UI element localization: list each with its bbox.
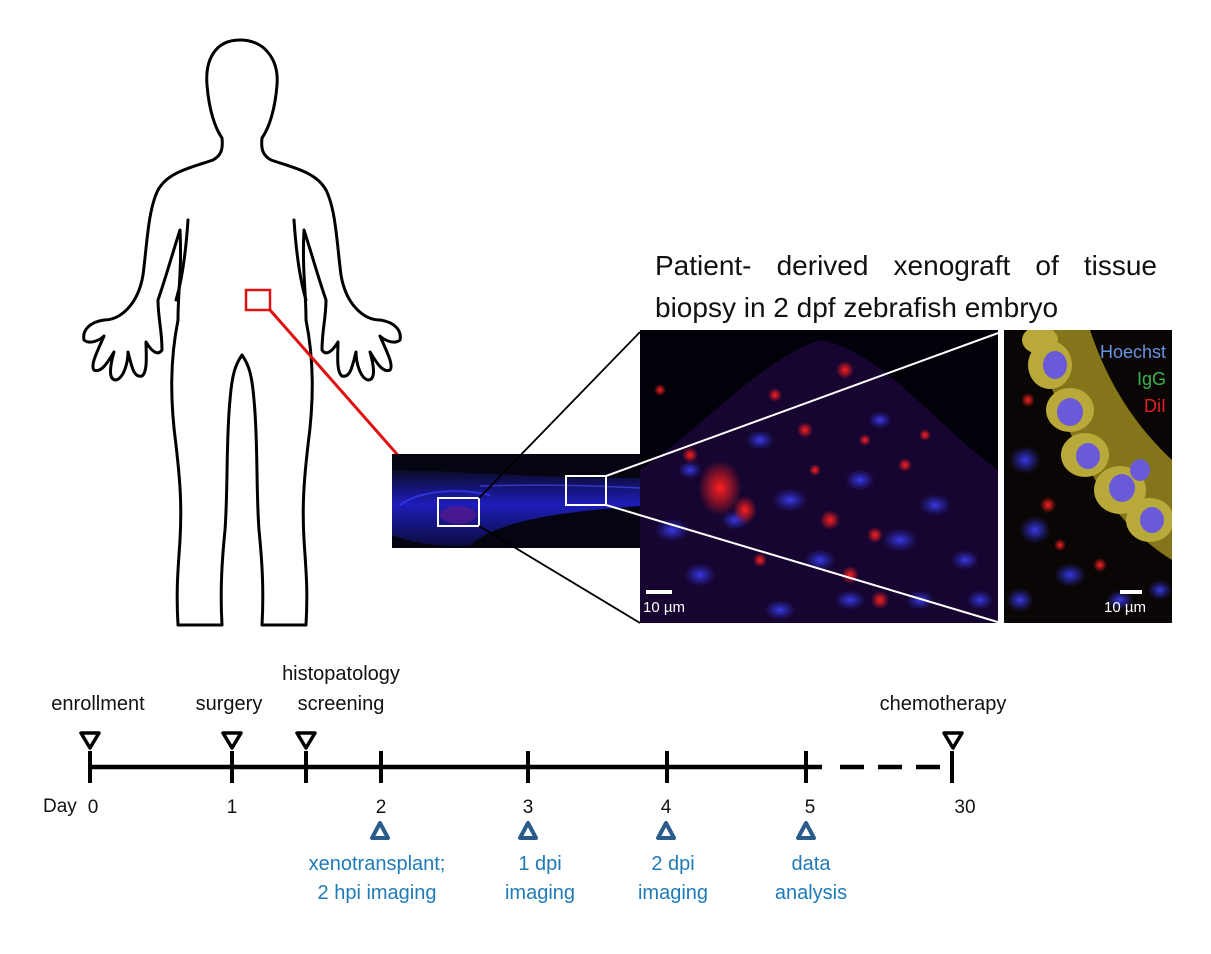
figure-title: Patient- derived xenograft of tissue bio… — [655, 250, 1157, 323]
timeline-day-label: 3 — [523, 797, 534, 818]
timeline-day-label: 4 — [661, 797, 672, 818]
event-label: chemotherapy — [880, 693, 1007, 715]
zoom-line — [478, 525, 641, 624]
event-label: enrollment — [51, 693, 145, 715]
zebrafish-step-label: 1 dpi — [518, 853, 561, 875]
event-marker-icon — [221, 731, 243, 750]
timeline-day-label: 30 — [954, 797, 975, 818]
timeline-day-label: 5 — [805, 797, 816, 818]
zebrafish-step-label: 2 hpi imaging — [318, 882, 437, 904]
event-marker-icon — [295, 731, 317, 750]
event-label: histopatology — [282, 663, 400, 685]
zebrafish-step-label: 2 dpi — [651, 853, 694, 875]
confocal-image-middle — [640, 330, 998, 623]
zebrafish-step-label: analysis — [775, 882, 847, 904]
zoom-line — [478, 331, 641, 499]
scale-bar-middle-label: 10 µm — [643, 599, 685, 616]
day-prefix: Day — [43, 796, 77, 817]
zebrafish-step-marker-icon — [518, 821, 538, 840]
stain-label-dii: DiI — [1144, 396, 1166, 416]
timeline-events: enrollment surgery histopatology screening c… — [51, 663, 1007, 750]
nuclei-blue — [654, 411, 994, 620]
biopsy-site-box — [244, 288, 272, 312]
zebrafish-step-label: imaging — [505, 882, 575, 904]
xenograft-zoom-box — [437, 497, 480, 527]
dii-red-spots — [654, 361, 931, 609]
detail-zoom-box — [565, 475, 607, 506]
scale-bar-right-label: 10 µm — [1104, 599, 1146, 616]
scale-bar-middle — [646, 590, 672, 594]
zebrafish-step-marker-icon — [370, 821, 390, 840]
scale-bar-right — [1120, 590, 1142, 594]
event-label: screening — [298, 693, 385, 715]
stain-label-hoechst: Hoechst — [1100, 342, 1166, 362]
zebrafish-step-label: xenotransplant; — [309, 853, 446, 875]
human-silhouette — [82, 38, 402, 627]
zebrafish-step-label: data — [792, 853, 832, 875]
zoom-line — [605, 504, 1002, 624]
zebrafish-step-marker-icon — [656, 821, 676, 840]
stain-label-igg: IgG — [1137, 369, 1166, 389]
zebrafish-image — [392, 454, 641, 548]
event-label: surgery — [196, 693, 263, 715]
timeline-day-label: 2 — [376, 797, 387, 818]
human-outline — [82, 38, 402, 627]
zebrafish-step-label: imaging — [638, 882, 708, 904]
timeline-day-label: 1 — [227, 797, 238, 818]
timeline-day-label: 0 — [88, 797, 99, 818]
timeline-ticks: 0 1 2 3 4 5 30 — [88, 751, 976, 818]
timeline: 0 1 2 3 4 5 30 enrollment surgery histopatology s… — [43, 663, 1006, 904]
event-marker-icon — [942, 731, 964, 750]
zebrafish-steps: xenotransplant; 2 hpi imaging 1 dpi imaging… — [309, 821, 847, 904]
event-marker-icon — [79, 731, 101, 750]
zebrafish-step-marker-icon — [796, 821, 816, 840]
confocal-image-right — [1004, 330, 1172, 623]
zoom-line — [605, 331, 1002, 477]
